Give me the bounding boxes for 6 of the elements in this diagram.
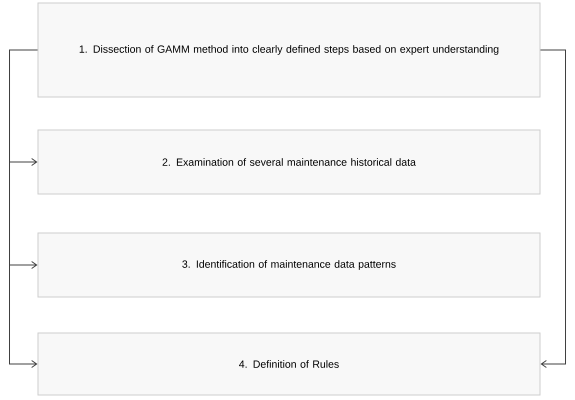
- step-box: 2. Examination of several maintenance historical data: [38, 130, 540, 194]
- connector-arrow: [9, 50, 38, 368]
- step-box: 4. Definition of Rules: [38, 332, 540, 396]
- step-box: 3. Identification of maintenance data patterns: [38, 232, 540, 298]
- connector-arrow: [540, 50, 566, 368]
- step-box: 1. Dissection of GAMM method into clearly defined steps based on expert understanding: [38, 2, 540, 98]
